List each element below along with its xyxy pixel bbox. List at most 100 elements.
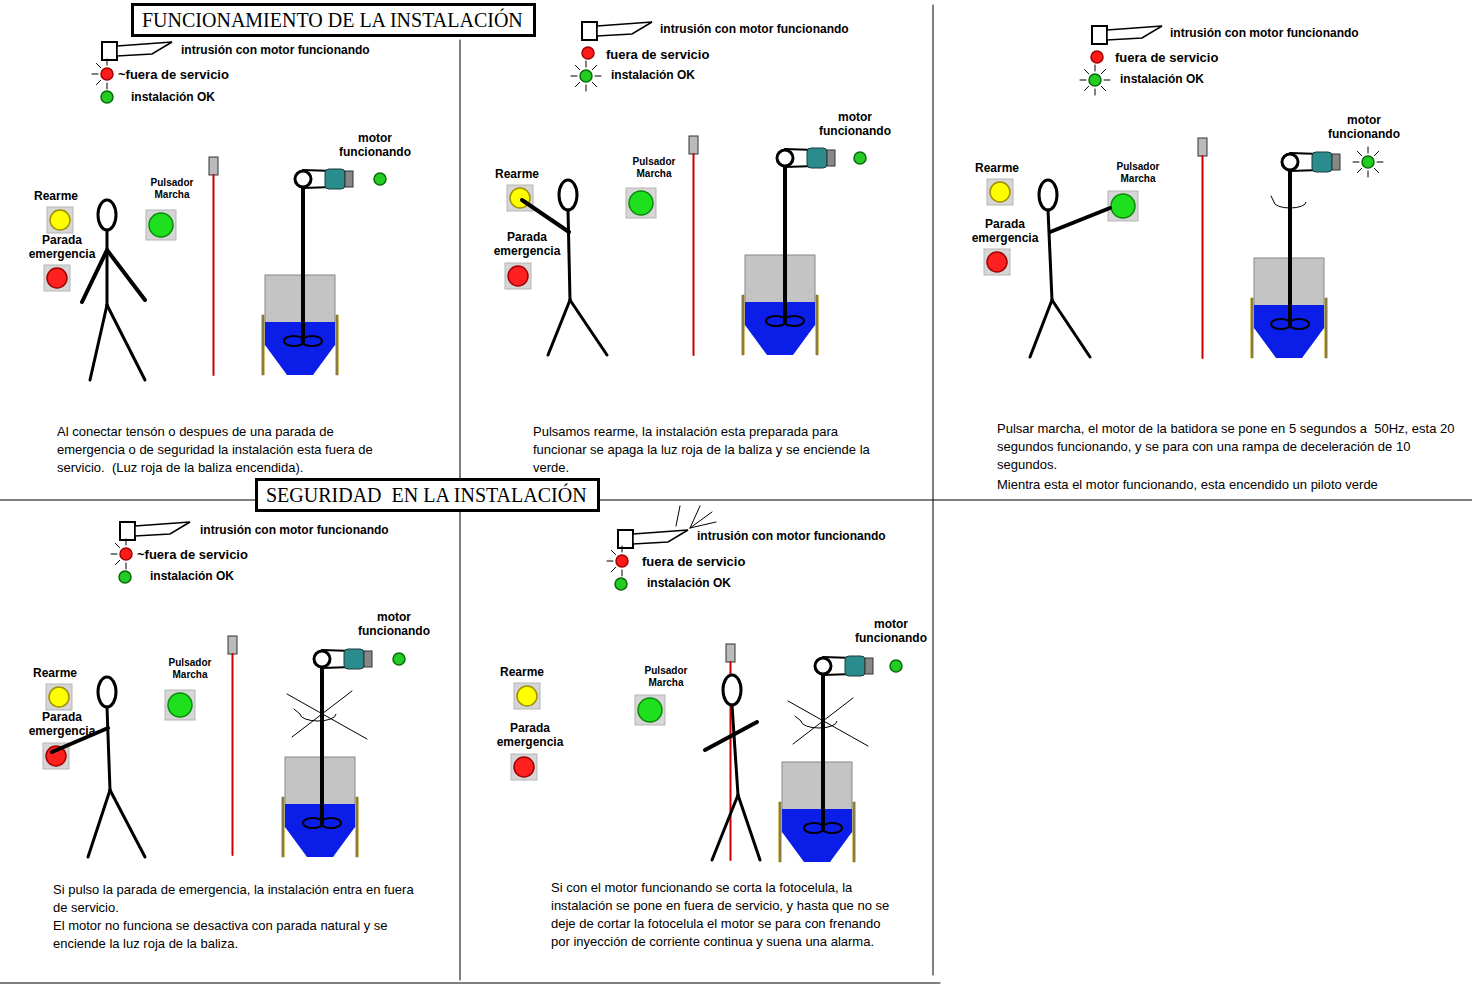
button-label: Parada emergencia: [490, 722, 570, 750]
button-base: [635, 695, 665, 725]
tank-leg-stripe: [854, 802, 855, 862]
figure-body: [106, 230, 109, 305]
mixer-shaft: [320, 659, 324, 821]
pilot-light: [101, 68, 113, 80]
stop-cross: [292, 691, 352, 737]
tank-liquid: [745, 302, 815, 325]
button-base: [514, 683, 540, 709]
light-ray: [1357, 168, 1361, 172]
button-base: [987, 179, 1013, 205]
beacon-label: intrusión con motor funcionando: [181, 43, 370, 57]
beacon-symbol: [102, 42, 172, 60]
figure-head: [723, 675, 741, 705]
mixer-blade: [1289, 319, 1309, 329]
button-label: Rearme: [500, 665, 544, 679]
tank-cone: [285, 827, 355, 857]
button-label: Pulsador Marcha: [627, 156, 681, 179]
light-ray: [107, 59, 108, 65]
light-ray: [115, 560, 119, 564]
beacon-symbol: [120, 522, 190, 540]
figure-leg: [90, 305, 107, 380]
light-ray: [126, 563, 127, 569]
beacon-label: intrusión con motor funcionando: [697, 529, 886, 543]
figure-leg: [107, 305, 145, 380]
beacon-horn: [117, 42, 172, 56]
light-ray: [1377, 162, 1383, 163]
button-base: [505, 263, 531, 289]
pilot-label: motor funcionando: [849, 618, 933, 646]
mixer-shaft: [783, 158, 787, 319]
pilot-light: [582, 47, 594, 59]
button-base: [626, 188, 656, 218]
light-ray: [107, 83, 108, 89]
photocell-beam: [1202, 156, 1204, 358]
pilot-light: [101, 91, 113, 103]
beacon-horn: [135, 522, 190, 536]
lamp-label: instalación OK: [131, 90, 215, 104]
light-ray: [622, 570, 623, 576]
panel-dividers: [0, 5, 1472, 983]
description-text: El motor no funciona se desactiva con pa…: [53, 917, 423, 953]
photocell-head: [228, 636, 237, 654]
push-button: [49, 687, 69, 707]
button-label: Rearme: [33, 666, 77, 680]
push-button: [987, 252, 1007, 272]
panel-illustration: [43, 522, 405, 857]
beacon-body: [618, 530, 633, 548]
lamp-label: instalación OK: [150, 569, 234, 583]
light-ray: [126, 539, 127, 545]
push-button: [990, 182, 1010, 202]
description-text: Pulsar marcha, el motor de la batidora s…: [997, 420, 1457, 474]
push-button: [1111, 194, 1135, 218]
motor-body: [845, 656, 865, 676]
tank-cone: [782, 832, 852, 862]
tank-liquid: [782, 809, 852, 832]
figure-leg: [738, 795, 760, 860]
tank-leg-stripe: [743, 295, 744, 355]
photocell-beam: [693, 154, 695, 355]
light-ray: [111, 554, 117, 555]
pilot-label: motor funcionando: [1322, 114, 1406, 142]
figure-body: [568, 210, 570, 300]
heading-text: FUNCIONAMIENTO DE LA INSTALACIÓN: [142, 8, 523, 32]
light-ray: [622, 546, 623, 552]
pilot-label: motor funcionando: [333, 132, 417, 160]
push-button: [514, 757, 534, 777]
figure-body: [732, 705, 738, 795]
light-ray: [1368, 147, 1369, 153]
button-label: Pulsador Marcha: [1111, 161, 1165, 184]
heading-box: SEGURIDAD EN LA INSTALACIÓN: [255, 478, 600, 512]
panel-divider: [0, 983, 940, 984]
button-label: Parada emergencia: [965, 218, 1045, 246]
lamp-label: fuera de servicio: [642, 554, 745, 570]
light-ray: [1095, 89, 1096, 95]
light-ray: [1104, 80, 1110, 81]
button-label: Pulsador Marcha: [639, 665, 693, 688]
tank-cone: [1254, 328, 1324, 358]
beacon-horn: [633, 530, 688, 544]
tank-leg: [335, 315, 339, 375]
tank-leg-stripe: [1252, 298, 1253, 358]
rotation-arrow: [801, 721, 837, 728]
button-base: [47, 207, 73, 233]
light-ray: [1101, 86, 1105, 90]
pilot-light: [1089, 74, 1101, 86]
figure-body: [107, 707, 110, 790]
pulley: [777, 150, 793, 166]
mixer-shaft: [821, 666, 825, 826]
pilot-label: motor funcionando: [352, 611, 436, 639]
button-base: [1108, 191, 1138, 221]
pilot-light: [119, 571, 131, 583]
lamp-label: instalación OK: [611, 68, 695, 82]
figure-head: [559, 180, 577, 210]
stick-figure: [1030, 180, 1110, 357]
motor-end: [827, 150, 835, 166]
lamp-label: ~fuera de servicio: [118, 67, 229, 83]
beacon-symbol: [582, 22, 652, 40]
lamp-label: ~fuera de servicio: [137, 547, 248, 563]
light-ray: [1095, 65, 1096, 71]
figure-leg: [712, 795, 738, 860]
tank-leg-stripe: [283, 797, 284, 857]
tank-wall: [745, 255, 815, 325]
stick-figure: [522, 180, 607, 355]
